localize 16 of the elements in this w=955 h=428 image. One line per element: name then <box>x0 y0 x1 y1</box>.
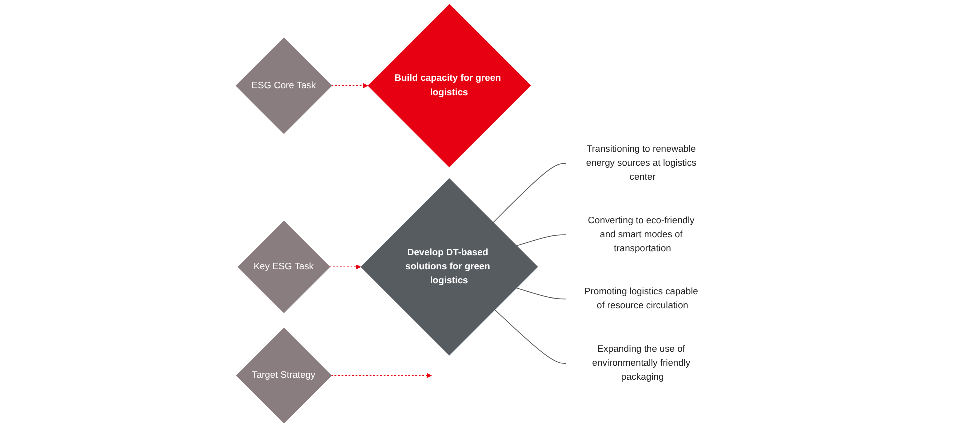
arrow <box>331 83 368 88</box>
node-diamond: ESG Core Task <box>236 38 332 134</box>
connector <box>516 288 568 300</box>
arrow <box>331 373 432 378</box>
node-text: Converting to eco-friendly and smart modes of transportation <box>588 216 695 254</box>
connector <box>492 163 568 224</box>
node-text: Expanding the use of environmentally friendly packaging <box>592 344 691 382</box>
node-diamond: Build capacity for green logistics <box>368 4 532 168</box>
connector <box>494 309 568 364</box>
node-text: Promoting logistics capable of resource circulation <box>584 286 698 311</box>
connector <box>516 234 568 246</box>
node-text: Transitioning to renewable energy sources at logistics center <box>586 144 697 182</box>
node-diamond: Target Strategy <box>236 328 332 424</box>
node-diamond: Develop DT-based solutions for green logistics <box>360 178 538 356</box>
arrow <box>329 264 362 270</box>
node-diamond: Key ESG Task <box>238 220 330 314</box>
